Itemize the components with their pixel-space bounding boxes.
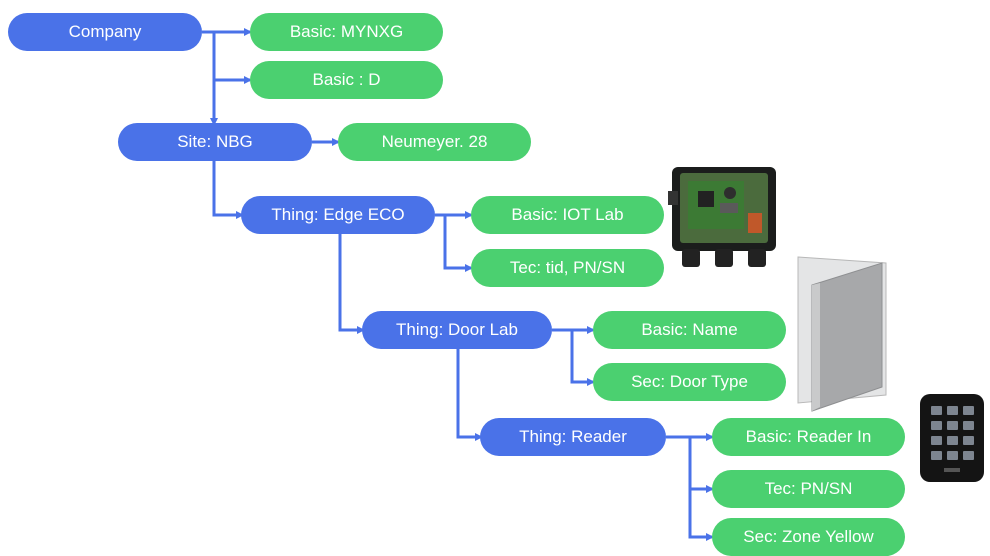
connector-reader-sec <box>688 489 714 541</box>
edge-device-image <box>668 167 776 267</box>
door-sec-node: Sec: Door Type <box>593 363 786 401</box>
reader-tec-node: Tec: PN/SN <box>712 470 905 508</box>
connector-reader-tec <box>688 437 714 493</box>
company-node: Company <box>8 13 202 51</box>
site-node: Site: NBG <box>118 123 312 161</box>
edge-eco-node: Thing: Edge ECO <box>241 196 435 234</box>
connector-edge-tec <box>443 215 473 272</box>
edge-basic-node: Basic: IOT Lab <box>471 196 664 234</box>
reader-node: Thing: Reader <box>480 418 666 456</box>
connector-company-d <box>212 32 252 84</box>
keypad-reader-image <box>920 394 984 482</box>
connector-door-reader <box>456 349 483 441</box>
reader-basic-node: Basic: Reader In <box>712 418 905 456</box>
basic-d-node: Basic : D <box>250 61 443 99</box>
connector-door-sec <box>570 330 595 386</box>
connector-site-edge <box>212 161 244 219</box>
door-basic-node: Basic: Name <box>593 311 786 349</box>
basic-mynxg-node: Basic: MYNXG <box>250 13 443 51</box>
edge-tec-node: Tec: tid, PN/SN <box>471 249 664 287</box>
site-attribute-node: Neumeyer. 28 <box>338 123 531 161</box>
reader-sec-node: Sec: Zone Yellow <box>712 518 905 556</box>
door-image <box>797 256 887 412</box>
door-lab-node: Thing: Door Lab <box>362 311 552 349</box>
connector-edge-door <box>338 234 365 334</box>
